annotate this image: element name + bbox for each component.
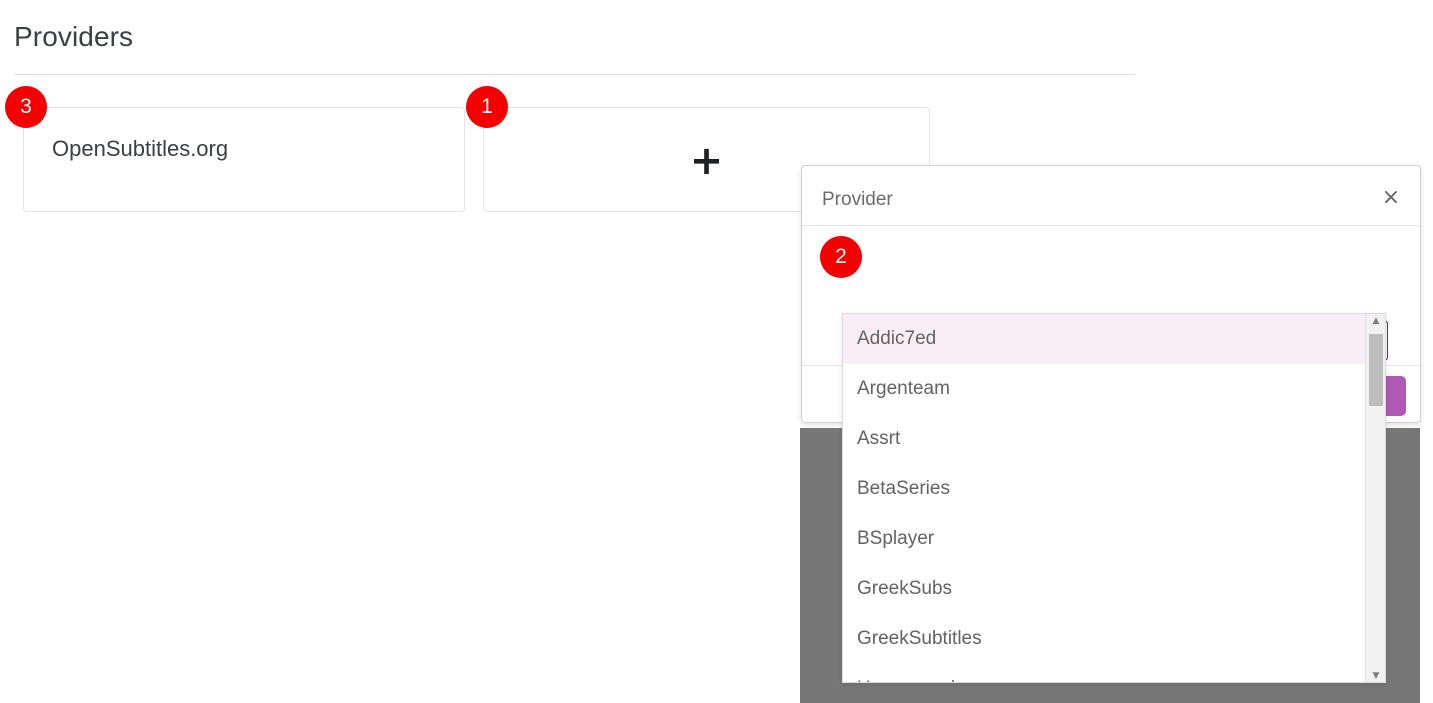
- scroll-up-arrow-icon[interactable]: ▲: [1372, 316, 1380, 326]
- dropdown-option[interactable]: Addic7ed: [843, 314, 1365, 364]
- plus-icon: +: [689, 138, 724, 184]
- close-icon[interactable]: ×: [1381, 185, 1401, 210]
- dropdown-option[interactable]: Assrt: [843, 414, 1365, 464]
- modal-header: Provider ×: [802, 166, 1420, 226]
- dropdown-option[interactable]: BSplayer: [843, 514, 1365, 564]
- provider-name-label: OpenSubtitles.org: [52, 136, 229, 161]
- dropdown-option[interactable]: Argenteam: [843, 364, 1365, 414]
- modal-title: Provider: [822, 189, 893, 210]
- dropdown-option[interactable]: Hosszupuska: [843, 664, 1365, 682]
- provider-option-list: Addic7ed Argenteam Assrt BetaSeries BSpl…: [843, 314, 1365, 682]
- dropdown-option[interactable]: GreekSubtitles: [843, 614, 1365, 664]
- header-divider: [14, 74, 1135, 75]
- provider-dropdown-menu[interactable]: Addic7ed Argenteam Assrt BetaSeries BSpl…: [842, 313, 1386, 683]
- annotation-badge-3: 3: [5, 86, 47, 128]
- scroll-down-arrow-icon[interactable]: ▼: [1372, 671, 1380, 681]
- page-title: Providers: [14, 21, 134, 52]
- annotation-badge-1: 1: [466, 86, 508, 128]
- dropdown-scrollbar[interactable]: ▲ ▼: [1365, 314, 1385, 682]
- annotation-badge-2: 2: [820, 236, 862, 278]
- dropdown-option[interactable]: GreekSubs: [843, 564, 1365, 614]
- dropdown-option[interactable]: BetaSeries: [843, 464, 1365, 514]
- existing-provider-card[interactable]: OpenSubtitles.org: [23, 107, 465, 212]
- scrollbar-thumb[interactable]: [1369, 334, 1383, 406]
- add-provider-card[interactable]: +: [483, 107, 930, 212]
